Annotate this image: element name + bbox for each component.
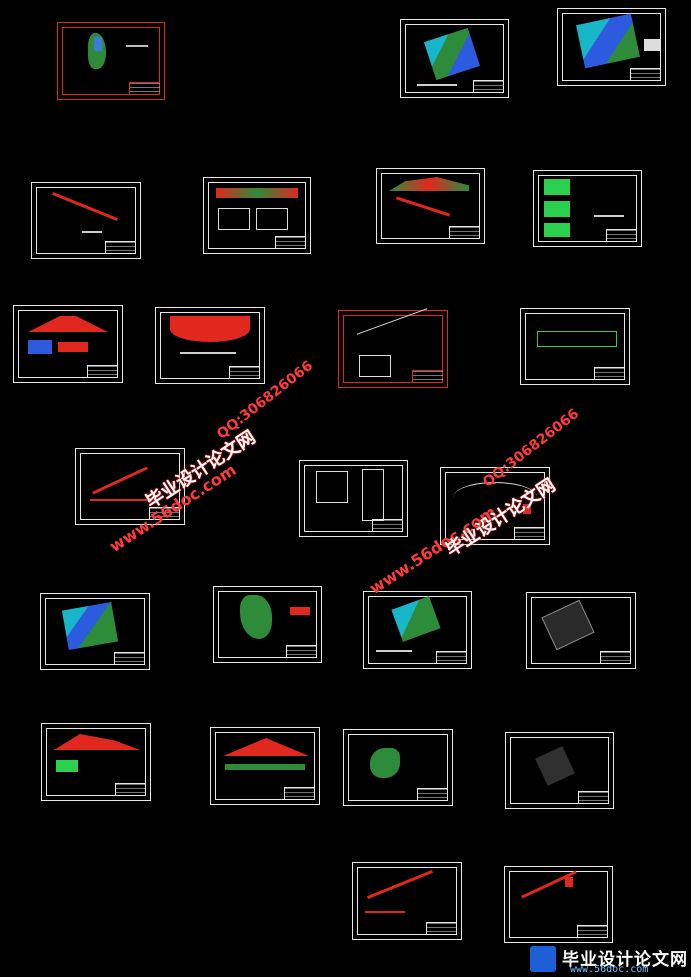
drawing-thumbnail[interactable] <box>40 593 150 670</box>
drawing-thumbnail[interactable] <box>376 168 485 244</box>
drawing-thumbnail[interactable] <box>203 177 311 254</box>
logo-title: 毕业设计论文网 <box>562 950 688 970</box>
drawing-thumbnail[interactable] <box>533 170 642 247</box>
site-logo[interactable]: 毕业设计论文网 www.56doc.com <box>530 944 691 977</box>
drawing-thumbnail[interactable] <box>299 460 408 537</box>
logo-url: www.56doc.com <box>570 964 649 975</box>
drawing-thumbnail[interactable] <box>504 866 613 943</box>
drawing-thumbnail[interactable] <box>210 727 320 805</box>
drawing-thumbnail[interactable] <box>557 8 666 86</box>
drawing-thumbnail[interactable] <box>363 591 472 669</box>
drawing-thumbnail[interactable] <box>400 19 509 98</box>
drawing-thumbnail[interactable] <box>31 182 141 259</box>
drawing-thumbnail[interactable] <box>505 732 614 809</box>
drawing-thumbnail[interactable] <box>343 729 453 806</box>
drawing-thumbnail[interactable] <box>13 305 123 383</box>
drawing-thumbnail[interactable] <box>75 448 185 525</box>
drawing-thumbnail[interactable] <box>338 308 448 388</box>
drawing-thumbnail[interactable] <box>213 586 322 663</box>
drawing-thumbnail[interactable] <box>155 307 265 384</box>
logo-icon <box>530 946 556 972</box>
drawing-thumbnail[interactable] <box>352 862 462 940</box>
drawing-thumbnail[interactable] <box>526 592 636 669</box>
drawing-thumbnail[interactable] <box>57 22 165 100</box>
drawing-thumbnail[interactable] <box>520 308 630 385</box>
drawing-thumbnail[interactable] <box>41 723 151 801</box>
drawing-thumbnail[interactable] <box>440 467 550 545</box>
